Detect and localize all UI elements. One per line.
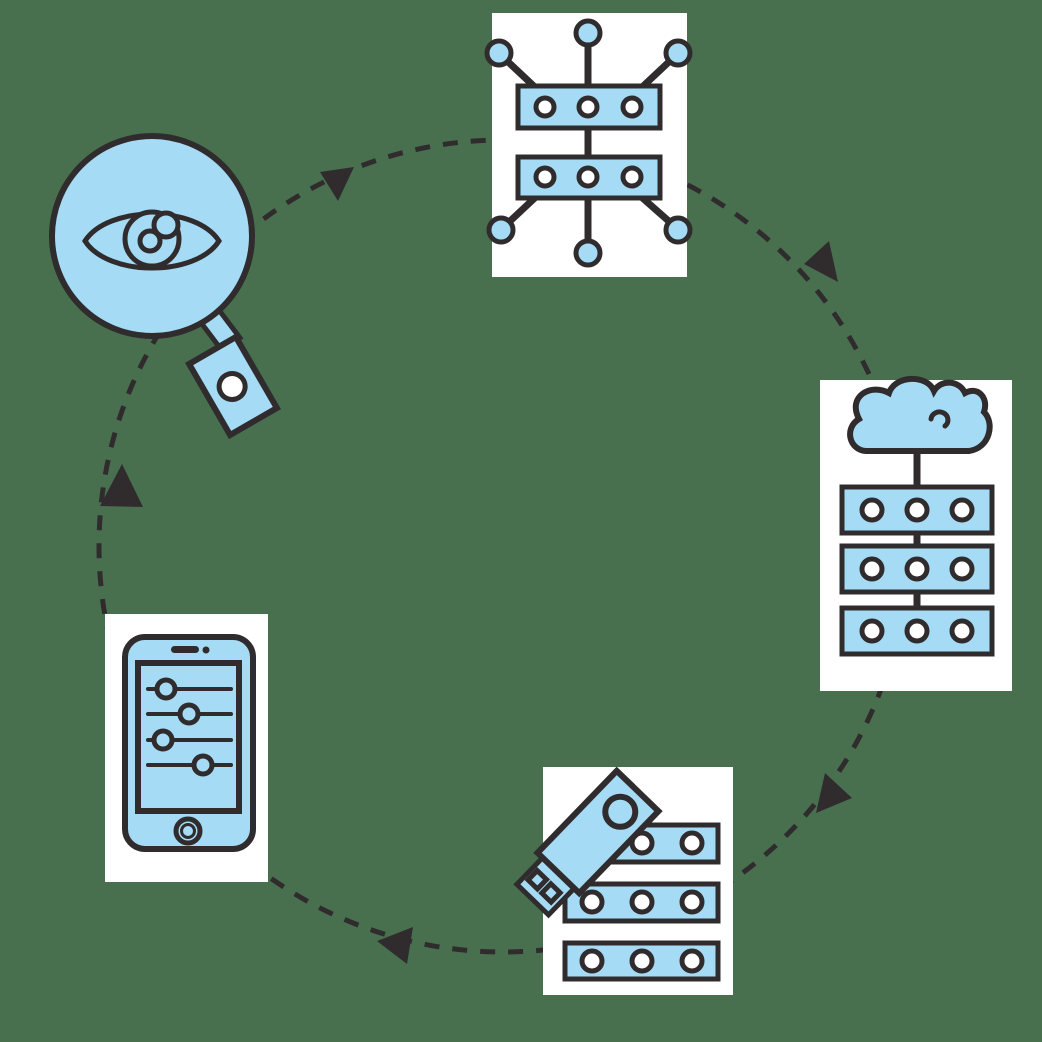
- slider-knob-3: [151, 728, 175, 752]
- smartphone-sliders-icon: [105, 614, 268, 882]
- flow-arrowhead-left-up: [100, 464, 143, 507]
- phone-home-button: [173, 816, 203, 846]
- slider-knob-4: [191, 753, 215, 777]
- slider-knob-2: [177, 702, 201, 726]
- phone-speaker: [171, 646, 199, 653]
- usb-drive: [513, 766, 663, 919]
- flow-arrowhead-bottom: [377, 927, 413, 964]
- handle-hole: [216, 371, 248, 402]
- magnifier-eye-icon: [49, 133, 281, 440]
- usb-drive-server-icon: [513, 766, 733, 995]
- usb-connector-pin-2: [538, 880, 564, 906]
- node-top-center: [573, 18, 603, 48]
- flow-arrowhead-right-down: [804, 241, 838, 282]
- node-bottom-center: [573, 238, 603, 268]
- eye-highlight: [151, 210, 181, 240]
- cloud-swirl: [928, 409, 951, 429]
- network-nodes-icon: [484, 13, 693, 277]
- cloud-server-stack-icon: [820, 375, 1012, 691]
- eye-pupil: [137, 228, 163, 254]
- phone-home-button-inner: [180, 823, 196, 839]
- usb-body-ring: [602, 793, 639, 830]
- cloud-shape: [847, 375, 993, 454]
- flow-arrowhead-bottom-right: [816, 773, 852, 813]
- flow-arrowhead-top: [320, 167, 354, 201]
- node-bottom-left: [486, 215, 516, 245]
- usb-connector-pin-1: [524, 867, 551, 893]
- node-top-left: [484, 38, 514, 68]
- node-bottom-right: [663, 215, 693, 245]
- node-top-right: [663, 38, 693, 68]
- phone-camera-dot: [202, 646, 210, 654]
- slider-knob-1: [154, 677, 178, 701]
